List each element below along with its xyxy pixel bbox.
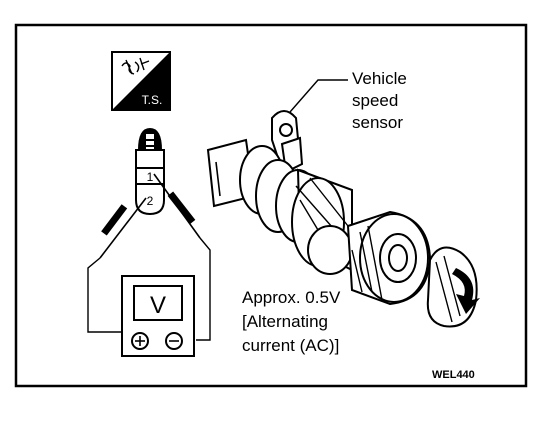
vehicle-speed-sensor <box>206 110 480 328</box>
voltmeter-display: V <box>150 292 166 319</box>
figure-code: WEL440 <box>432 369 475 381</box>
sensor-connector: 1 2 <box>135 128 165 216</box>
plus-terminal-icon <box>131 332 149 350</box>
probe-right <box>153 173 211 341</box>
minus-terminal-icon <box>165 332 183 350</box>
measurement-line-2: [Alternating <box>242 312 328 331</box>
probe-left <box>87 197 147 333</box>
callout-line-2: speed <box>352 91 398 110</box>
voltmeter: V <box>121 275 195 357</box>
callout-leader-line <box>289 79 348 113</box>
pin-1-label: 1 <box>147 170 154 184</box>
callout-line-1: Vehicle <box>352 69 407 88</box>
pin-2-label: 2 <box>147 194 154 208</box>
measurement-line-3: current (AC)] <box>242 336 339 355</box>
callout-line-3: sensor <box>352 113 403 132</box>
tech-service-icon: T.S. <box>111 51 171 111</box>
badge-label: T.S. <box>142 93 163 107</box>
measurement-line-1: Approx. 0.5V <box>242 288 341 307</box>
